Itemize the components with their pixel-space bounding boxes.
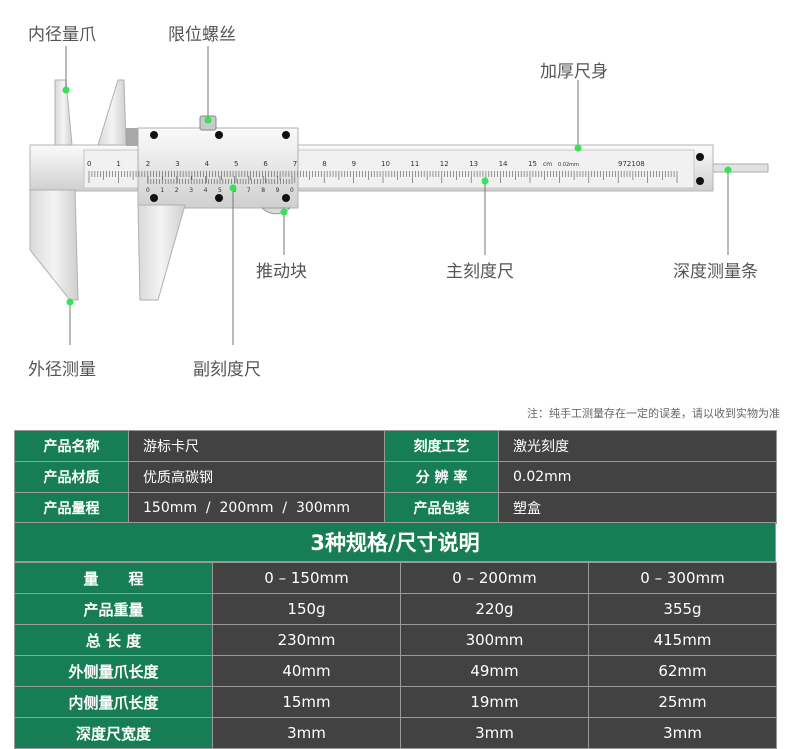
size-value: 3mm	[400, 717, 589, 749]
rivets	[150, 131, 704, 202]
sizes-title: 3种规格/尺寸说明	[14, 522, 776, 562]
disclaimer-note: 注：纯手工测量存在一定的误差，请以收到实物为准	[527, 407, 780, 420]
marker-dots	[62, 86, 732, 306]
spec-key: 产品材质	[14, 461, 129, 493]
size-label: 产品重量	[14, 593, 213, 625]
main-scale-number: 0	[87, 160, 91, 168]
size-label: 内侧量爪长度	[14, 686, 213, 718]
spec-value: 150mm / 200mm / 300mm	[128, 492, 385, 524]
size-label: 总 长 度	[14, 624, 213, 656]
size-value: 15mm	[212, 686, 401, 718]
serial-number: 972108	[618, 160, 645, 168]
vernier-scale-numbers: 01234567890	[146, 187, 294, 194]
size-value: 355g	[588, 593, 777, 625]
slider-inner-jaw	[97, 79, 127, 146]
main-scale-number: 6	[263, 160, 268, 168]
callout-depth-rod: 深度测量条	[673, 262, 758, 282]
size-value: 40mm	[212, 655, 401, 687]
size-value: 0 – 150mm	[212, 562, 401, 594]
vernier-number: 9	[276, 187, 280, 194]
size-value: 19mm	[400, 686, 589, 718]
main-scale-number: 8	[322, 160, 326, 168]
vernier-number: 4	[204, 187, 208, 194]
spec-value: 塑盒	[498, 492, 777, 524]
size-value: 300mm	[400, 624, 589, 656]
size-value: 0 – 200mm	[400, 562, 589, 594]
size-label: 深度尺宽度	[14, 717, 213, 749]
callout-inner-jaw: 内径量爪	[28, 25, 96, 45]
main-scale-number: 14	[499, 160, 508, 168]
size-value: 150g	[212, 593, 401, 625]
size-value: 3mm	[588, 717, 777, 749]
spec-value: 游标卡尺	[128, 430, 385, 462]
vernier-number: 5	[218, 187, 222, 194]
main-scale-number: 11	[410, 160, 419, 168]
fixed-inner-jaw	[54, 79, 73, 146]
spec-key: 产品包装	[384, 492, 499, 524]
slider-outer-jaw	[137, 204, 186, 301]
main-scale-number: 12	[440, 160, 449, 168]
callout-thick-body: 加厚尺身	[540, 62, 608, 82]
table-row: 产品名称 游标卡尺 刻度工艺 激光刻度	[14, 430, 777, 462]
vernier-number: 2	[175, 187, 179, 194]
spec-value: 激光刻度	[498, 430, 777, 462]
callout-thumb-wheel: 推动块	[256, 262, 307, 282]
main-scale-number: 10	[381, 160, 390, 168]
vernier-number: 8	[261, 187, 265, 194]
main-scale-number: 3	[175, 160, 179, 168]
vernier-number: 1	[160, 187, 164, 194]
callout-vernier-scale: 副刻度尺	[193, 360, 261, 380]
size-value: 3mm	[212, 717, 401, 749]
callout-outer-measure: 外径测量	[28, 360, 96, 380]
resolution-mark: 0.02mm	[558, 162, 579, 168]
spec-key: 刻度工艺	[384, 430, 499, 462]
fixed-outer-jaw	[29, 189, 79, 301]
size-value: 0 – 300mm	[588, 562, 777, 594]
size-label: 外侧量爪长度	[14, 655, 213, 687]
table-row: 产品量程 150mm / 200mm / 300mm 产品包装 塑盒	[14, 492, 777, 524]
spec-value: 优质高碳钢	[128, 461, 385, 493]
depth-rod	[709, 163, 769, 173]
main-scale-unit: cm	[543, 161, 552, 168]
vernier-number: 3	[189, 187, 193, 194]
size-value: 49mm	[400, 655, 589, 687]
spec-table: 产品名称 游标卡尺 刻度工艺 激光刻度 产品材质 优质高碳钢 分 辨 率 0.0…	[14, 430, 777, 524]
size-value: 415mm	[588, 624, 777, 656]
spec-value: 0.02mm	[498, 461, 777, 493]
size-label: 量 程	[14, 562, 213, 594]
main-scale-number: 13	[469, 160, 478, 168]
main-scale-number: 5	[234, 160, 238, 168]
callout-main-scale: 主刻度尺	[446, 262, 514, 282]
vernier-scale-ticks	[147, 176, 293, 184]
main-scale-ticks	[88, 171, 678, 183]
main-scale-number: 15	[528, 160, 537, 168]
size-value: 25mm	[588, 686, 777, 718]
size-value: 220g	[400, 593, 589, 625]
main-scale-number: 9	[352, 160, 356, 168]
size-value: 62mm	[588, 655, 777, 687]
main-scale-number: 4	[205, 160, 210, 168]
size-value: 230mm	[212, 624, 401, 656]
main-scale-number: 7	[293, 160, 297, 168]
callout-limit-screw: 限位螺丝	[168, 25, 236, 45]
spec-key: 分 辨 率	[384, 461, 499, 493]
main-scale-number: 2	[146, 160, 150, 168]
vernier-number: 7	[247, 187, 251, 194]
table-row: 产品材质 优质高碳钢 分 辨 率 0.02mm	[14, 461, 777, 493]
spec-key: 产品名称	[14, 430, 129, 462]
vernier-number: 0	[146, 187, 150, 194]
vernier-number: 0	[290, 187, 294, 194]
main-scale-number: 1	[116, 160, 120, 168]
spec-key: 产品量程	[14, 492, 129, 524]
